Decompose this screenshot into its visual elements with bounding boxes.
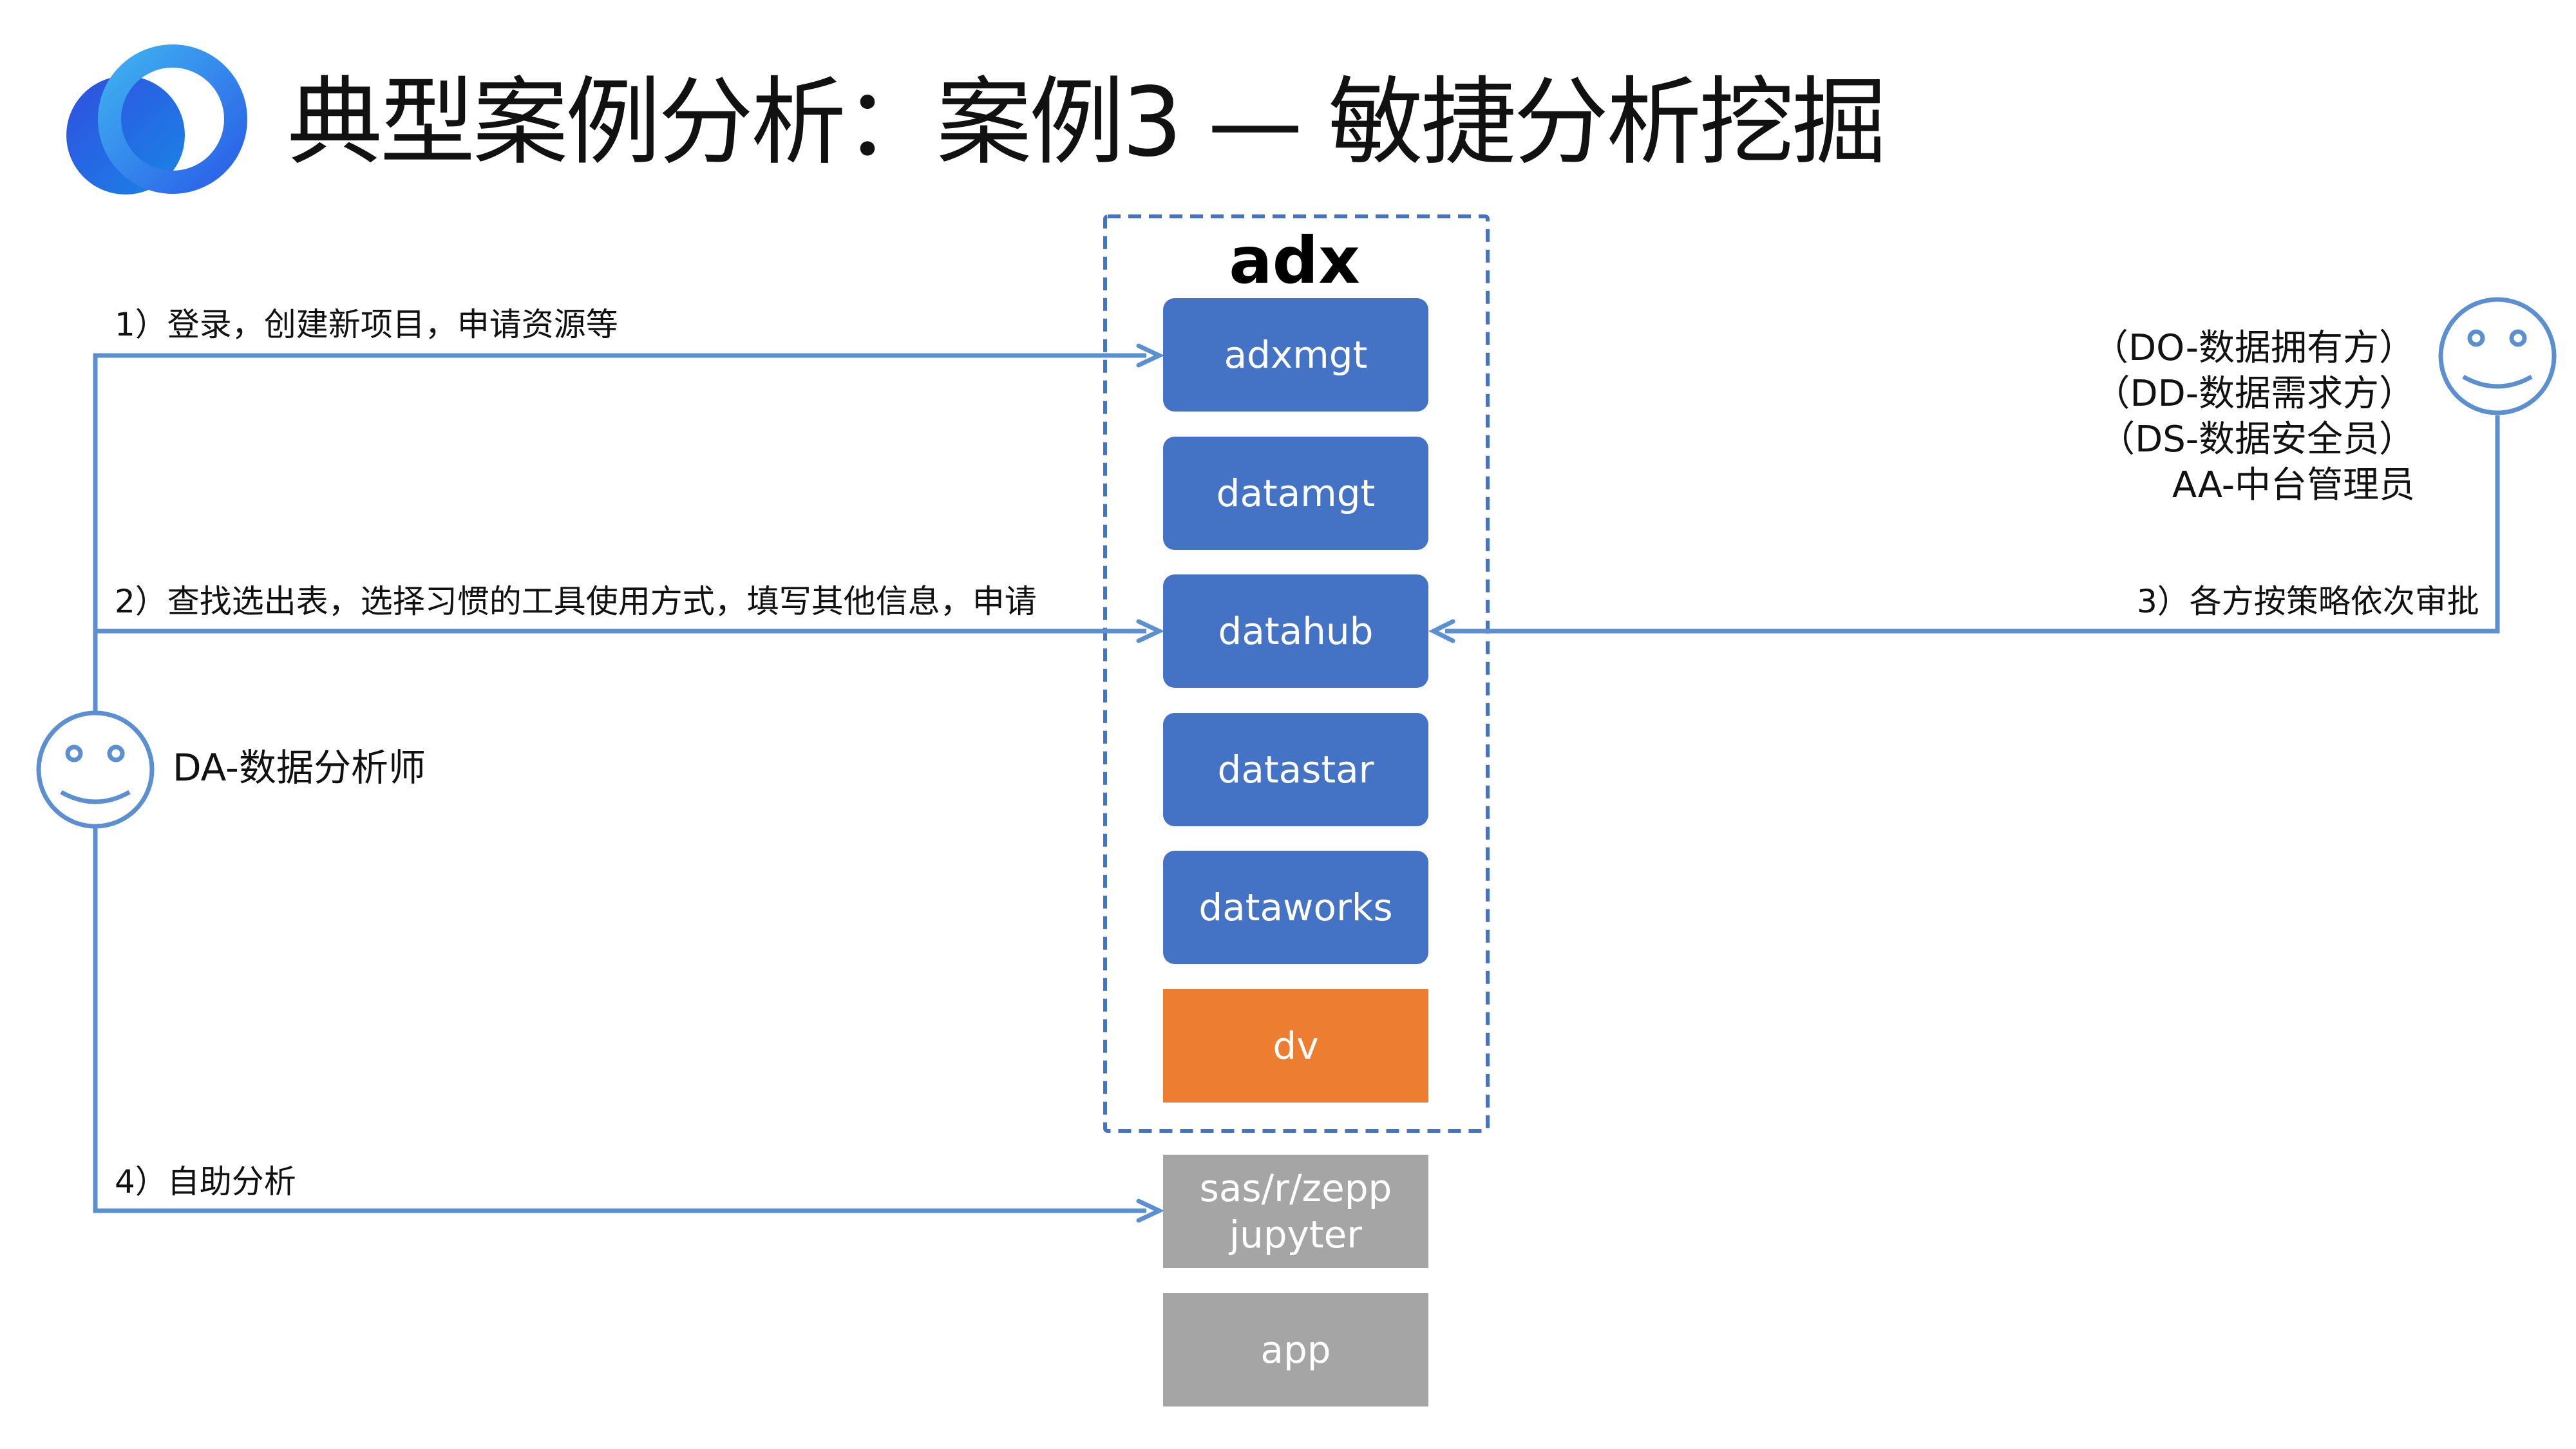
app-box: app	[1163, 1293, 1428, 1406]
analyst-smiley-icon	[36, 710, 155, 829]
role-item: AA-中台管理员	[2172, 464, 2415, 506]
module-dv: dv	[1163, 989, 1428, 1103]
role-item: （DS-数据安全员）	[2099, 419, 2415, 460]
analyst-label: DA-数据分析师	[173, 746, 426, 790]
flow-label-step2: 2）查找选出表，选择习惯的工具使用方式，填写其他信息，申请	[115, 583, 1037, 620]
module-dataworks: dataworks	[1163, 851, 1428, 964]
flow-label-step4: 4）自助分析	[115, 1163, 296, 1200]
role-item: （DO-数据拥有方）	[2092, 327, 2415, 369]
module-datahub: datahub	[1163, 574, 1428, 688]
arrow-head-step3	[1428, 619, 1455, 643]
logo-icon	[66, 44, 247, 194]
page-title: 典型案例分析：案例3 — 敏捷分析挖掘	[287, 67, 1887, 178]
roles-smiley-icon	[2438, 297, 2557, 415]
flow-line-step1	[93, 353, 1146, 721]
module-datastar: datastar	[1163, 713, 1428, 826]
flow-label-step3: 3）各方按策略依次审批	[2137, 583, 2479, 620]
arrow-head-step2	[1136, 619, 1165, 643]
flow-label-step1: 1）登录，创建新项目，申请资源等	[115, 306, 618, 343]
arrow-head-step4	[1136, 1198, 1165, 1223]
roles-list: （DO-数据拥有方） （DD-数据需求方） （DS-数据安全员） AA-中台管理…	[2092, 325, 2415, 508]
flow-line-step2	[93, 629, 1146, 712]
module-datamgt: datamgt	[1163, 437, 1428, 550]
flow-line-step3	[1445, 415, 2500, 634]
tools-box: sas/r/zepp jupyter	[1163, 1155, 1428, 1268]
module-adxmgt: adxmgt	[1163, 298, 1428, 412]
adx-label: adx	[1229, 223, 1360, 298]
flow-line-step4	[93, 826, 1146, 1213]
adx-container	[1103, 214, 1490, 1133]
arrow-head-step1	[1136, 343, 1165, 368]
role-item: （DD-数据需求方）	[2094, 373, 2415, 415]
